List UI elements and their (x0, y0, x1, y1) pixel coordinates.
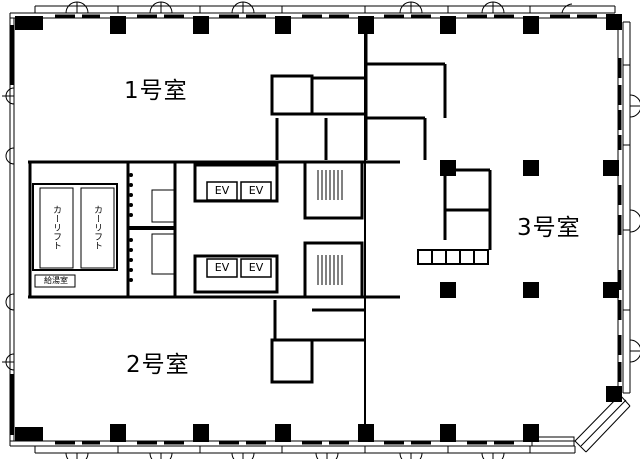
exterior-window-left (2, 13, 15, 446)
room-1-label: 1号室 (124, 78, 188, 104)
elevator-3-label: EV (214, 261, 230, 274)
elevator-1-label: EV (214, 184, 230, 197)
toilet-stalls (128, 189, 175, 275)
upper-service-rooms (270, 20, 492, 250)
car-lift-cabins (34, 187, 115, 288)
room-2-label: 2号室 (126, 352, 190, 378)
elevator-4-label: EV (248, 261, 264, 274)
exterior-window-bottom (10, 436, 576, 459)
elevator-2-label: EV (248, 184, 264, 197)
room-3-label: 3号室 (517, 215, 581, 241)
car-lift-1-label: カーリフト (51, 205, 61, 250)
toilet-fixtures (129, 173, 133, 282)
corner-window (574, 394, 631, 453)
columns (15, 14, 622, 442)
core-walls (28, 160, 400, 299)
stair-treads (317, 170, 343, 285)
ev-cabins (206, 181, 272, 278)
car-lift-2-label: カーリフト (92, 205, 102, 250)
exterior-window-right (617, 18, 640, 394)
lower-service-rooms (270, 300, 366, 384)
window-dashes (10, 14, 622, 445)
kitchenette-label: 給湯室 (44, 276, 68, 285)
window-vents-top (65, 1, 573, 14)
booths (417, 249, 489, 265)
